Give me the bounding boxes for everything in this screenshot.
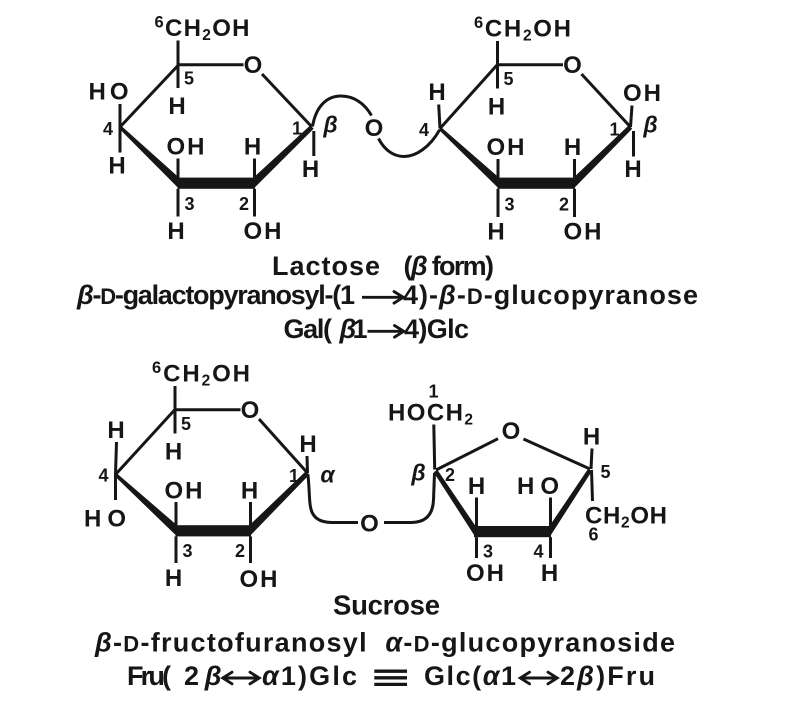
svg-text:H: H bbox=[108, 153, 125, 180]
svg-text:H: H bbox=[488, 94, 505, 121]
svg-text:2: 2 bbox=[445, 465, 455, 485]
svg-text:O: O bbox=[502, 418, 521, 445]
svg-text:1: 1 bbox=[428, 382, 438, 402]
svg-text:O: O bbox=[241, 397, 260, 424]
svg-text:β: β bbox=[642, 112, 657, 138]
svg-text:2: 2 bbox=[559, 195, 569, 215]
svg-text:6CH2OH: 6CH2OH bbox=[152, 359, 250, 390]
svg-text:OH: OH bbox=[487, 134, 525, 161]
svg-text:β: β bbox=[410, 460, 425, 486]
svg-text:β: β bbox=[322, 112, 337, 138]
svg-text:OH: OH bbox=[466, 560, 504, 587]
svg-text:H: H bbox=[302, 156, 319, 183]
svg-text:O: O bbox=[563, 52, 582, 79]
svg-text:1: 1 bbox=[609, 120, 619, 140]
svg-text:4)Glc: 4)Glc bbox=[404, 314, 469, 344]
svg-text:6CH2OH: 6CH2OH bbox=[474, 14, 571, 45]
svg-text:Lactose: Lactose bbox=[272, 251, 380, 281]
svg-text:Gal(: Gal( bbox=[284, 314, 333, 344]
svg-text:OH: OH bbox=[167, 134, 205, 161]
svg-text:4: 4 bbox=[419, 120, 429, 140]
svg-text:H: H bbox=[165, 439, 182, 466]
svg-text:α: α bbox=[320, 462, 336, 488]
svg-text:4: 4 bbox=[98, 466, 108, 486]
svg-text:4)-β-D-glucopyranose: 4)-β-D-glucopyranose bbox=[403, 280, 698, 310]
svg-text:α1)Glc: α1)Glc bbox=[262, 661, 357, 691]
svg-text:H: H bbox=[624, 156, 641, 183]
svg-text:2β: 2β bbox=[184, 661, 222, 691]
svg-text:(β form): (β form) bbox=[404, 251, 495, 281]
svg-text:2: 2 bbox=[239, 194, 249, 214]
svg-text:4: 4 bbox=[533, 542, 543, 562]
svg-text:H: H bbox=[299, 431, 316, 458]
svg-text:HO: HO bbox=[89, 79, 129, 106]
svg-text:HO: HO bbox=[84, 506, 126, 533]
svg-text:5: 5 bbox=[181, 414, 191, 434]
svg-text:3: 3 bbox=[184, 194, 194, 214]
svg-text:OH: OH bbox=[240, 566, 278, 593]
svg-text:H: H bbox=[168, 93, 185, 120]
svg-text:Sucrose: Sucrose bbox=[333, 590, 440, 621]
svg-text:O: O bbox=[244, 52, 263, 79]
svg-text:H: H bbox=[583, 424, 600, 451]
svg-text:β-D-fructofuranosyl α-D-gluco: β-D-fructofuranosyl α-D-glucopyranoside bbox=[94, 628, 675, 658]
svg-text:H: H bbox=[428, 79, 445, 106]
svg-text:2β)Fru: 2β)Fru bbox=[560, 661, 655, 691]
svg-text:1: 1 bbox=[292, 119, 302, 139]
svg-text:H: H bbox=[487, 219, 504, 246]
svg-text:HO: HO bbox=[517, 473, 559, 500]
svg-text:OH: OH bbox=[564, 219, 602, 246]
svg-text:6CH2OH: 6CH2OH bbox=[155, 14, 250, 45]
svg-text:5: 5 bbox=[503, 69, 513, 89]
svg-text:1: 1 bbox=[289, 466, 299, 486]
svg-text:3: 3 bbox=[182, 541, 192, 561]
svg-text:Fru(: Fru( bbox=[127, 661, 171, 691]
svg-text:OH: OH bbox=[244, 218, 282, 245]
svg-text:H: H bbox=[564, 134, 581, 161]
svg-text:H: H bbox=[468, 473, 485, 500]
svg-text:H: H bbox=[167, 218, 184, 245]
svg-text:2: 2 bbox=[235, 541, 245, 561]
svg-text:O: O bbox=[360, 510, 379, 537]
svg-text:β1: β1 bbox=[339, 314, 368, 344]
svg-text:5: 5 bbox=[184, 69, 194, 89]
svg-text:O: O bbox=[365, 115, 384, 142]
svg-text:H: H bbox=[244, 134, 261, 161]
svg-text:3: 3 bbox=[504, 195, 514, 215]
svg-text:5: 5 bbox=[600, 462, 610, 482]
svg-text:4: 4 bbox=[103, 119, 113, 139]
svg-text:OH: OH bbox=[165, 478, 203, 505]
svg-text:H: H bbox=[165, 565, 182, 592]
svg-text:6: 6 bbox=[588, 525, 598, 545]
svg-text:H: H bbox=[241, 478, 258, 505]
svg-text:OH: OH bbox=[623, 80, 661, 107]
svg-text:3: 3 bbox=[483, 542, 493, 562]
svg-text:H: H bbox=[107, 417, 124, 444]
svg-text:HOCH2: HOCH2 bbox=[388, 400, 473, 429]
svg-text:Glc(α1: Glc(α1 bbox=[424, 661, 516, 691]
svg-text:β-D-galactopyranosyl-(1: β-D-galactopyranosyl-(1 bbox=[76, 280, 355, 310]
svg-text:H: H bbox=[541, 560, 558, 587]
